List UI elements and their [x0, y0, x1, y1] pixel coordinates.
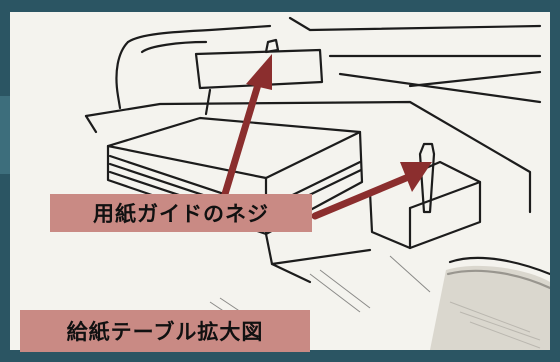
side-screw	[418, 142, 436, 214]
paper-feed-table-drawing	[10, 12, 550, 350]
rear-screw	[264, 38, 280, 54]
arrow-to-rear-screw	[221, 54, 272, 198]
side-guide-block	[368, 160, 482, 250]
line-drawing	[84, 16, 550, 350]
arrow-to-side-screw	[311, 162, 432, 220]
feed-table-caption: 給紙テーブル拡大図	[20, 310, 310, 352]
frame-side-tab	[0, 96, 12, 174]
feed-table-outline	[84, 100, 532, 214]
printer-body-edge	[115, 40, 130, 110]
rear-guide-plate	[194, 48, 324, 90]
guide-screw-label: 用紙ガイドのネジ	[50, 194, 312, 232]
